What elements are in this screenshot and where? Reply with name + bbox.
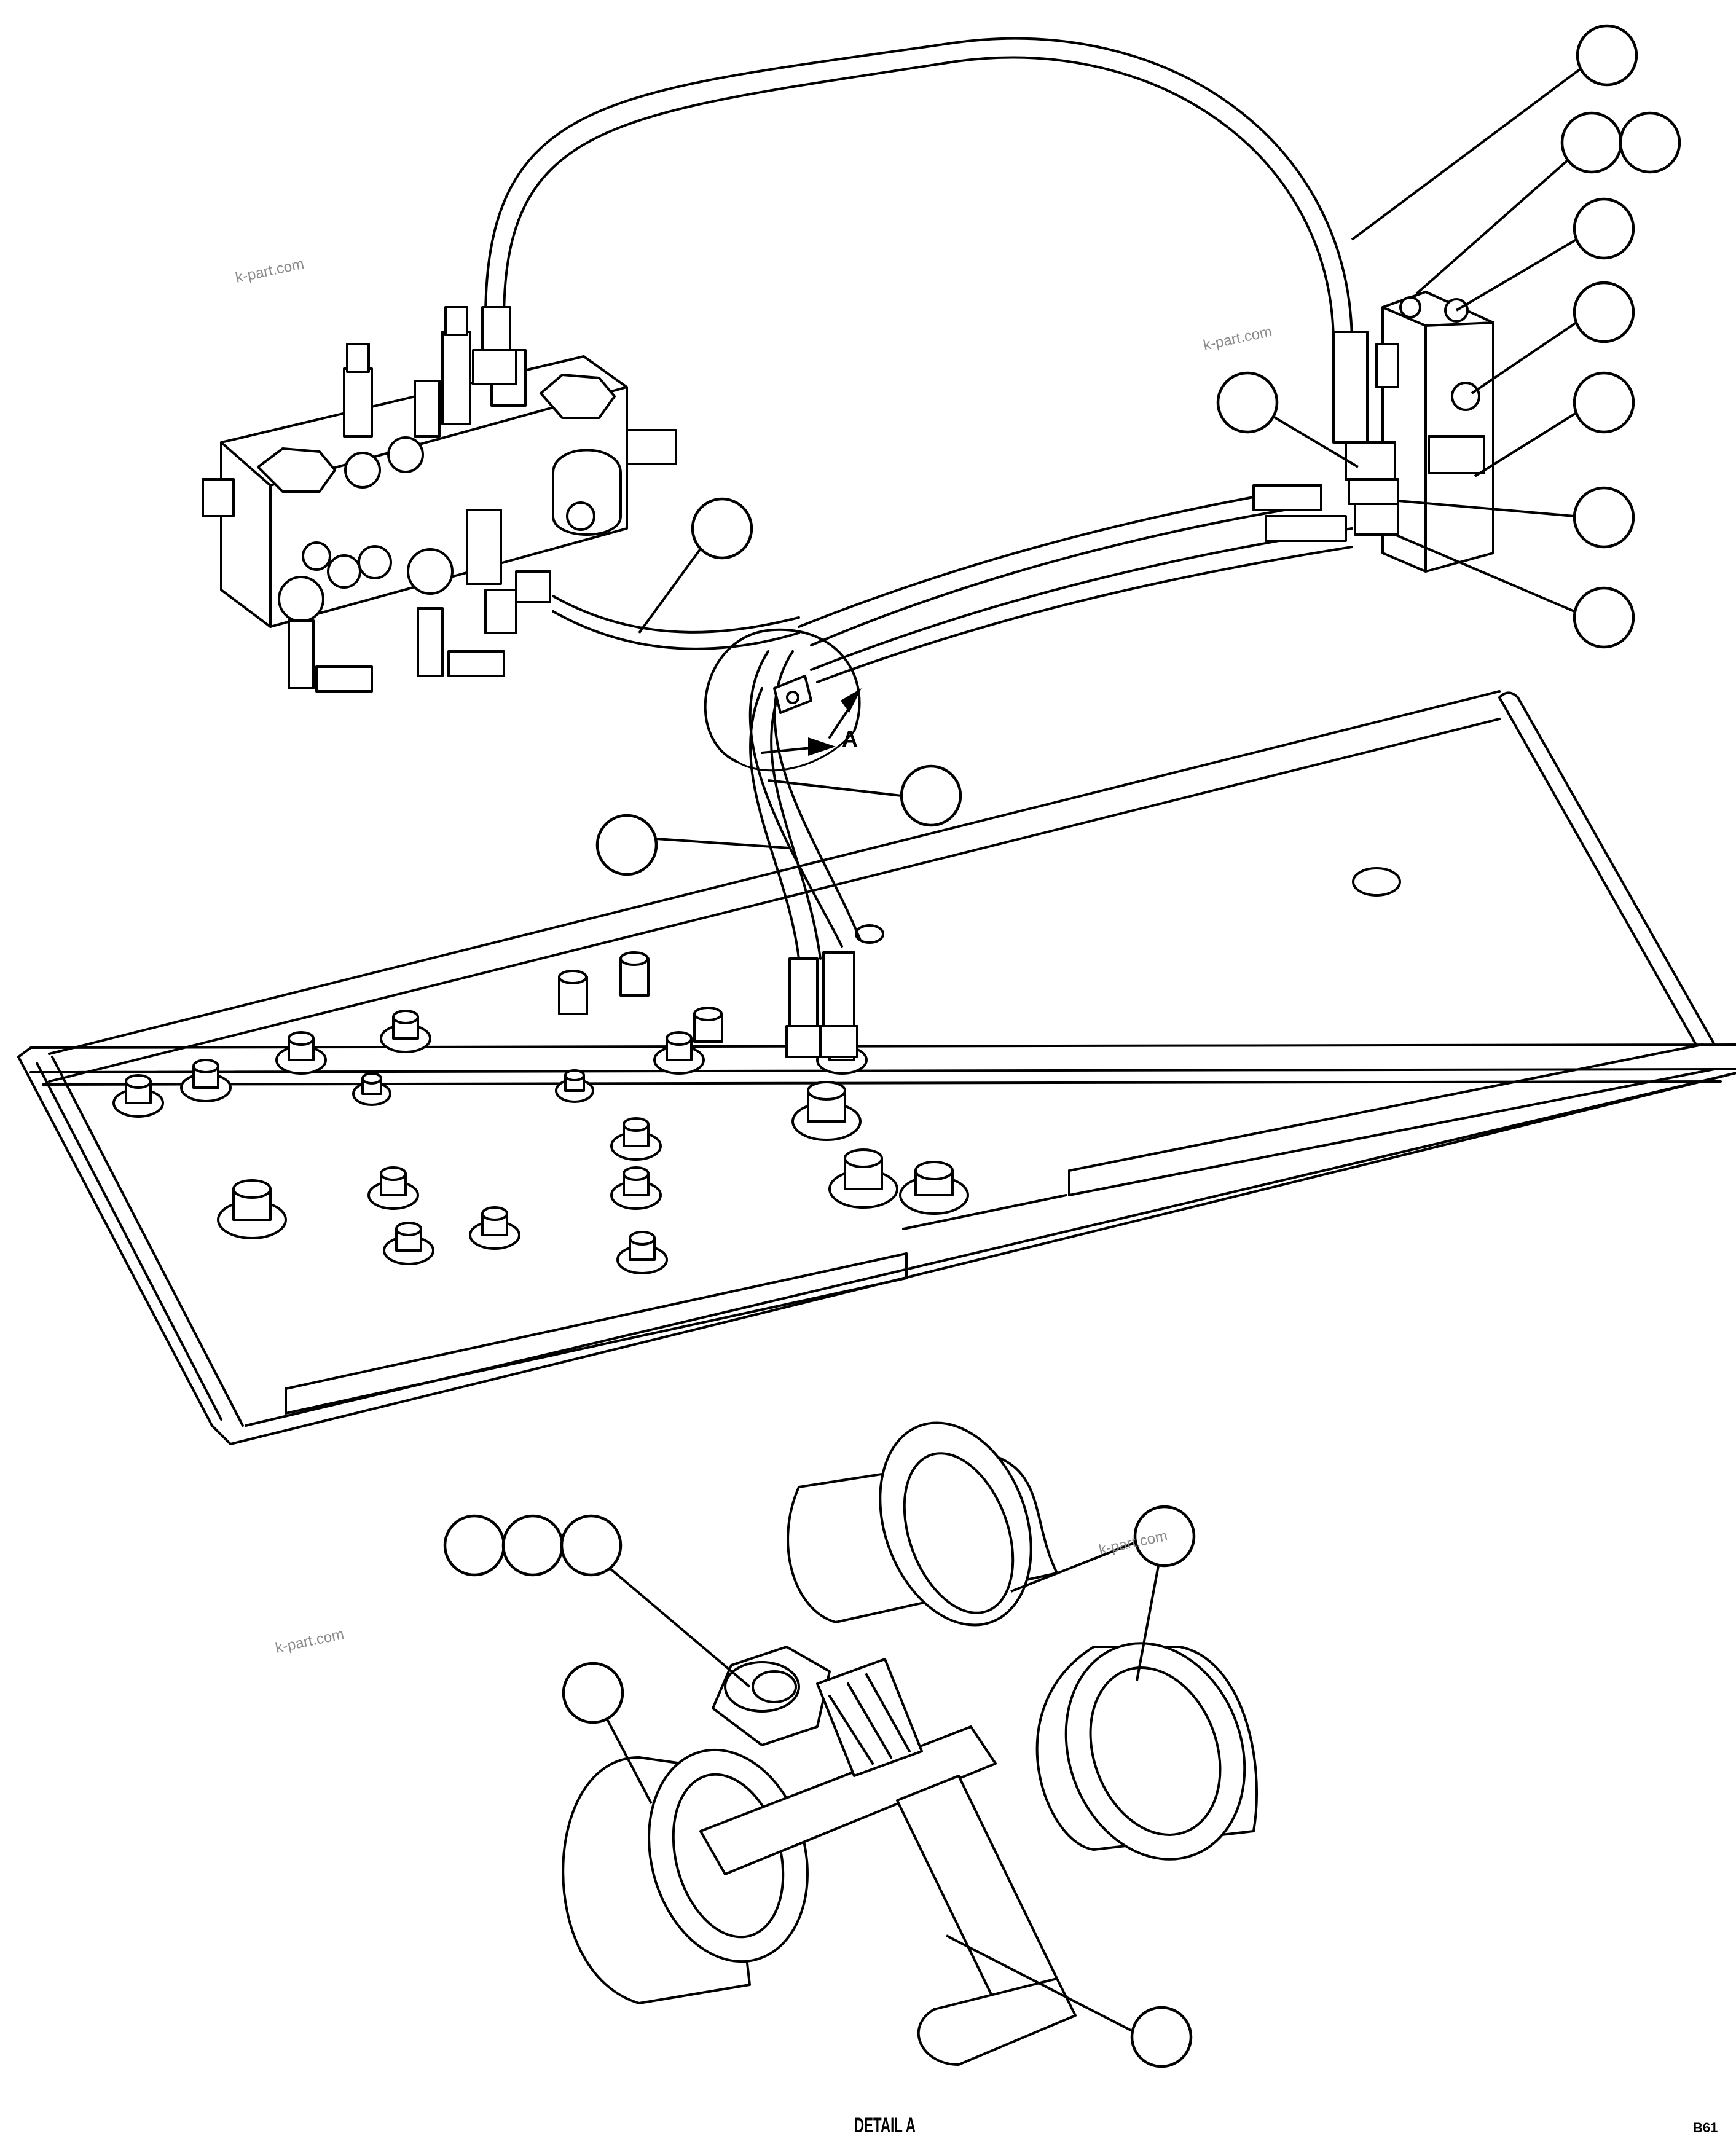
callout-balloon[interactable]: [1130, 2006, 1193, 2068]
callout-balloon[interactable]: [595, 814, 658, 876]
callout-balloon[interactable]: [1560, 111, 1623, 174]
detail-circle: A: [704, 628, 862, 772]
callout-balloon[interactable]: [1133, 1505, 1196, 1568]
watermark: k-part.com: [274, 1626, 345, 1657]
callout-balloon[interactable]: [900, 764, 962, 827]
callout-balloon[interactable]: [1573, 486, 1635, 549]
view-label: A: [842, 726, 858, 752]
fitting-nut: [610, 1117, 662, 1161]
watermark: k-part.com: [1202, 323, 1273, 354]
callout-balloon[interactable]: [1576, 24, 1638, 87]
fitting-nut: [791, 1081, 862, 1141]
plate-fittings: [112, 951, 969, 1274]
fitting-nut: [693, 1007, 723, 1043]
fitting-nut: [653, 1031, 705, 1075]
watermark: k-part.com: [234, 256, 305, 286]
fitting-nut: [275, 1031, 327, 1075]
fitting-nut: [367, 1166, 419, 1210]
fitting-nut: [616, 1231, 668, 1274]
callout-balloon[interactable]: [1573, 197, 1635, 260]
fitting-nut: [828, 1148, 898, 1209]
detail-caption: DETAIL A: [854, 2114, 916, 2137]
base-plate: [17, 690, 1736, 1445]
callout-balloon[interactable]: [560, 1514, 623, 1577]
fitting-nut: [555, 1069, 594, 1103]
fitting-nut: [558, 970, 588, 1015]
lower-hose-ends: [785, 951, 858, 1058]
callout-balloon[interactable]: [501, 1514, 564, 1577]
fitting-nut: [469, 1206, 520, 1250]
callout-balloon[interactable]: [1216, 371, 1279, 434]
callout-balloon[interactable]: [691, 497, 753, 560]
valve-block: [202, 306, 677, 693]
callout-balloon[interactable]: [1573, 586, 1635, 649]
fitting-nut: [610, 1166, 662, 1210]
fitting-nut: [180, 1059, 232, 1102]
callout-balloon[interactable]: [1619, 111, 1681, 174]
right-valve-block: [1252, 291, 1494, 573]
fitting-nut: [899, 1161, 969, 1215]
fitting-nut: [352, 1072, 391, 1106]
fitting-nut: [217, 1179, 287, 1239]
callout-balloon[interactable]: [1573, 371, 1635, 434]
callout-balloon[interactable]: [1573, 281, 1635, 343]
figure-code: B61: [1693, 2120, 1718, 2135]
detail-a-view: [562, 1421, 1258, 2066]
fitting-nut: [383, 1222, 434, 1265]
fitting-nut: [112, 1074, 164, 1118]
callout-balloon[interactable]: [443, 1514, 506, 1577]
callouts-detail: [443, 1505, 1196, 2068]
fitting-nut: [619, 951, 650, 997]
callouts-main: [595, 24, 1681, 876]
fitting-nut: [380, 1010, 431, 1053]
callout-balloon[interactable]: [562, 1662, 624, 1724]
